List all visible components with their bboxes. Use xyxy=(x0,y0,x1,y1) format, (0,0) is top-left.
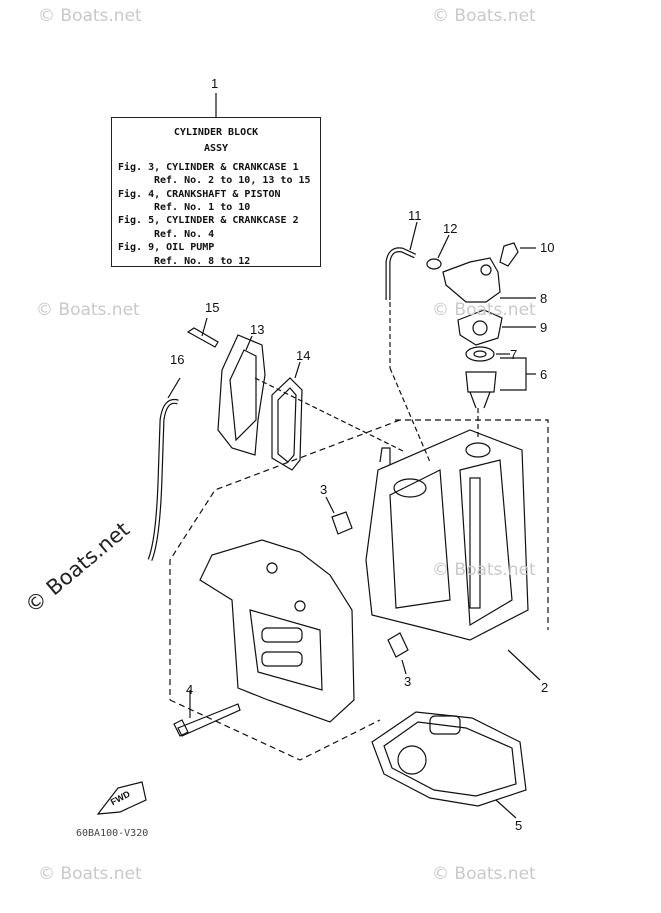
gasket-9 xyxy=(457,309,503,346)
cylinder-block-post xyxy=(379,447,391,465)
dowel-3-upper xyxy=(331,511,353,535)
leader-16 xyxy=(167,377,181,399)
leader-2 xyxy=(507,649,541,681)
watermark: © Boats.net xyxy=(38,6,142,26)
leader-15 xyxy=(201,317,208,337)
crankcase xyxy=(199,539,355,723)
gasket-14-inner xyxy=(277,387,297,463)
info-box-line: Ref. No. 4 xyxy=(154,228,215,240)
callout-11: 11 xyxy=(408,208,422,223)
info-box-line: Fig. 3, CYLINDER & CRANKCASE 1 xyxy=(118,161,299,173)
callout-10: 10 xyxy=(540,240,555,255)
bolt-4 xyxy=(177,703,241,737)
seal-7-inner xyxy=(473,350,487,358)
cylinder-block-side xyxy=(459,459,513,627)
crankcase-slot-b xyxy=(261,651,303,667)
cylinder-block-bore xyxy=(389,469,451,609)
pump-outlet xyxy=(480,264,492,276)
info-box-line: Ref. No. 8 to 12 xyxy=(154,255,251,267)
thermostat-6 xyxy=(465,371,497,393)
callout-3: 3 xyxy=(320,482,328,497)
leader-14 xyxy=(294,361,301,379)
align-line-11b xyxy=(389,367,431,463)
gasket-5-port xyxy=(429,715,461,735)
callout-4: 4 xyxy=(186,682,194,697)
leader-13 xyxy=(245,335,253,351)
watermark: © Boats.net xyxy=(432,864,536,884)
info-box: CYLINDER BLOCK ASSY Fig. 3, CYLINDER & C… xyxy=(111,117,321,267)
cylinder-block-2 xyxy=(365,429,529,641)
leader-12 xyxy=(437,234,450,259)
gasket-5-bore xyxy=(397,745,427,775)
align-line-13 xyxy=(254,377,406,453)
crankcase-hole xyxy=(266,562,278,574)
callout-2: 2 xyxy=(541,680,549,695)
cover-13-inner xyxy=(229,349,257,442)
bolt-10 xyxy=(499,242,519,267)
hose-16-inner xyxy=(148,400,179,561)
hose-16 xyxy=(147,398,179,561)
watermark: © Boats.net xyxy=(36,300,140,320)
watermark: © Boats.net xyxy=(38,864,142,884)
cylinder-block-rib xyxy=(469,477,481,609)
callout-1: 1 xyxy=(211,76,219,91)
pump-housing-8 xyxy=(442,257,501,303)
info-box-line: Fig. 4, CRANKSHAFT & PISTON xyxy=(118,188,281,200)
callout-6: 6 xyxy=(540,367,548,382)
callout-12: 12 xyxy=(443,221,458,236)
callout-14: 14 xyxy=(296,348,311,363)
crankcase-slot-a xyxy=(261,627,303,643)
gasket-14 xyxy=(271,377,303,471)
gasket-5-inner xyxy=(383,721,517,797)
info-box-line: Fig. 9, OIL PUMP xyxy=(118,242,215,254)
hose-11 xyxy=(385,247,417,300)
callout-13: 13 xyxy=(250,322,265,337)
seal-7 xyxy=(465,346,495,362)
callout-9: 9 xyxy=(540,320,548,335)
callout-3: 3 xyxy=(404,674,412,689)
leader-3-upper xyxy=(325,496,335,514)
cylinder-block-port-b xyxy=(465,442,491,458)
dashed-outline-bottom xyxy=(169,699,381,761)
leader-3-lower xyxy=(401,659,407,675)
dashed-outline-left xyxy=(169,419,401,700)
thermostat-6-stem-b xyxy=(483,391,491,409)
clip-12 xyxy=(426,258,442,270)
info-box-subtitle: ASSY xyxy=(203,143,229,155)
diagram-code: 60BA100-V320 xyxy=(76,828,149,839)
info-box-line: Ref. No. 2 to 10, 13 to 15 xyxy=(154,175,311,187)
callout-8: 8 xyxy=(540,291,548,306)
watermark: © Boats.net xyxy=(432,560,536,580)
info-box-line: Ref. No. 1 to 10 xyxy=(154,202,251,214)
callout-7: 7 xyxy=(510,347,518,362)
bolt-15 xyxy=(186,327,219,348)
crankcase-face xyxy=(249,609,323,691)
thermostat-6-stem xyxy=(469,391,477,409)
callout-16: 16 xyxy=(170,352,185,367)
callout-15: 15 xyxy=(205,300,220,315)
watermark: © Boats.net xyxy=(432,6,536,26)
cover-13 xyxy=(217,334,266,456)
leader-5 xyxy=(495,799,517,819)
info-box-title: CYLINDER BLOCK xyxy=(173,127,259,138)
callout-5: 5 xyxy=(515,818,523,833)
bolt-4-head xyxy=(173,719,189,737)
info-box-line: Fig. 5, CYLINDER & CRANKCASE 2 xyxy=(118,215,299,227)
gasket-9-hole xyxy=(472,320,488,336)
gasket-5 xyxy=(371,711,527,807)
cylinder-block-port xyxy=(393,478,427,498)
dowel-3-lower xyxy=(387,632,409,658)
leader-11 xyxy=(409,221,418,251)
fwd-arrow xyxy=(96,781,147,815)
hose-11-inner xyxy=(386,248,416,300)
bracket-6 xyxy=(500,357,527,391)
crankcase-hole-b xyxy=(294,600,306,612)
dashed-outline-right xyxy=(395,419,549,630)
watermark: © Boats.net xyxy=(432,300,536,320)
